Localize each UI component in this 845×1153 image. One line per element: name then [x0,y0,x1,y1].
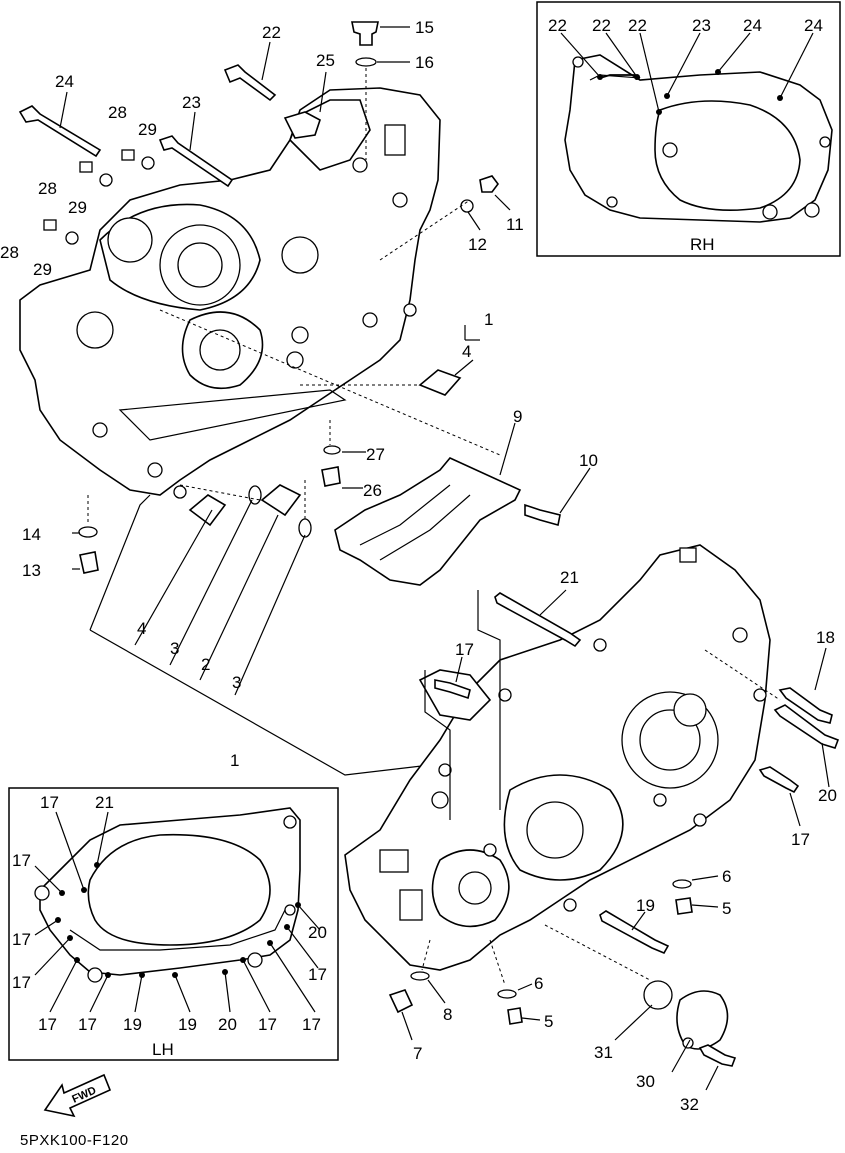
rh-label: 23 [692,16,711,35]
callout-label: 7 [413,1044,422,1063]
callout-label: 24 [55,72,74,91]
lh-label: 17 [12,851,31,870]
rh-label: 22 [628,16,647,35]
callout-label: 31 [594,1043,613,1062]
callout-label: 23 [182,93,201,112]
rh-label: 22 [592,16,611,35]
callout-label: 25 [316,51,335,70]
fwd-arrow-icon: FWD [43,1073,112,1118]
callout-label: 29 [138,120,157,139]
right-crankcase [344,544,771,971]
callout-label: 6 [534,974,543,993]
top-fasteners [18,21,511,261]
callout-label: 16 [415,53,434,72]
callout-label: 21 [560,568,579,587]
callout-label: 17 [791,830,810,849]
lh-label: 17 [78,1015,97,1034]
callout-label: 26 [363,481,382,500]
callout-label: 11 [506,215,524,234]
lh-inset: 17 21 17 17 17 20 17 17 17 19 19 20 17 1… [8,787,339,1061]
right-fasteners [388,589,840,1091]
rh-label: 24 [743,16,762,35]
callout-label: 19 [636,896,655,915]
lh-label: 17 [38,1015,57,1034]
callout-label: 28 [38,179,57,198]
callout-label: 27 [366,445,385,464]
crankcase-cover-9 [159,309,591,586]
callout-label: 4 [137,619,146,638]
lh-label: 20 [308,923,327,942]
callout-label: 18 [816,628,835,647]
callout-label: 5 [722,899,731,918]
lh-label: 17 [12,973,31,992]
callout-label: 4 [462,342,471,361]
lh-title: LH [152,1040,174,1059]
callout-label: 28 [108,103,127,122]
callout-label: 15 [415,18,434,37]
callout-label: 10 [579,451,598,470]
callout-label: 17 [455,640,474,659]
callout-label: 5 [544,1012,553,1031]
lh-label: 17 [302,1015,321,1034]
callout-label: 1 [484,310,493,329]
lh-label: 21 [95,793,114,812]
lh-label: 17 [40,793,59,812]
callout-label: 12 [468,235,487,254]
callout-label: 2 [201,655,210,674]
callout-label: 28 [0,243,19,262]
dowel-parts [72,325,480,776]
rh-inset: 22 22 22 23 24 24 RH [536,1,841,257]
rh-title: RH [690,235,715,254]
callout-label: 3 [232,673,241,692]
callout-label: 6 [722,867,731,886]
rh-label: 24 [804,16,823,35]
lh-label: 17 [12,930,31,949]
left-crankcase [19,87,441,499]
callout-label: 8 [443,1005,452,1024]
callout-label: 30 [636,1072,655,1091]
callout-label: 3 [170,639,179,658]
callout-label: 13 [22,561,41,580]
callout-label: 29 [68,198,87,217]
callout-label: 20 [818,786,837,805]
callout-label: 1 [230,751,239,770]
lh-label: 17 [258,1015,277,1034]
callout-label: 29 [33,260,52,279]
callout-label: 14 [22,525,41,544]
callout-label: 32 [680,1095,699,1114]
rh-label: 22 [548,16,567,35]
callout-label: 9 [513,407,522,426]
lh-label: 19 [123,1015,142,1034]
callout-label: 22 [262,23,281,42]
callouts: 22 15 16 25 24 23 28 29 28 29 28 29 11 1… [0,18,837,1114]
lh-label: 17 [308,965,327,984]
diagram-code: 5PXK100-F120 [20,1132,129,1149]
lh-label: 19 [178,1015,197,1034]
lh-label: 20 [218,1015,237,1034]
